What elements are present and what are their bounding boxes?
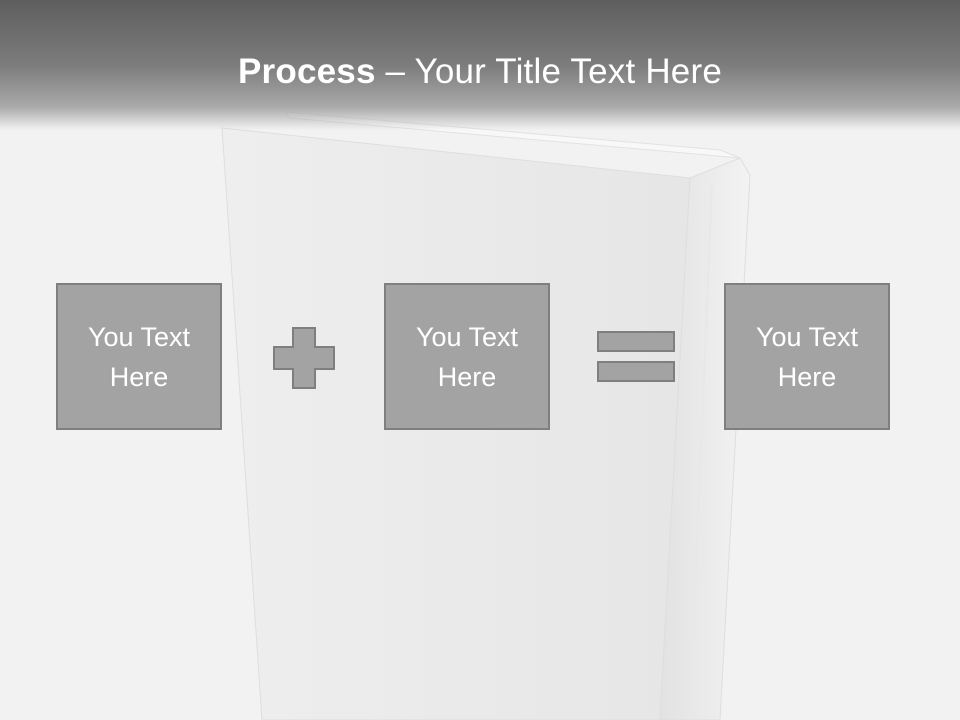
title-bold: Process bbox=[238, 52, 376, 91]
plus-icon bbox=[273, 327, 335, 389]
slide-title: Process – Your Title Text Here bbox=[0, 52, 960, 92]
process-box-2-text: You Text Here bbox=[415, 321, 519, 392]
process-box-1-text: You Text Here bbox=[87, 321, 191, 392]
title-rest: – Your Title Text Here bbox=[375, 52, 722, 91]
title-bar bbox=[0, 0, 960, 130]
equals-icon bbox=[597, 331, 675, 382]
process-box-2: You Text Here bbox=[384, 283, 550, 430]
process-box-1: You Text Here bbox=[56, 283, 222, 430]
process-box-3-text: You Text Here bbox=[755, 321, 859, 392]
process-box-3: You Text Here bbox=[724, 283, 890, 430]
